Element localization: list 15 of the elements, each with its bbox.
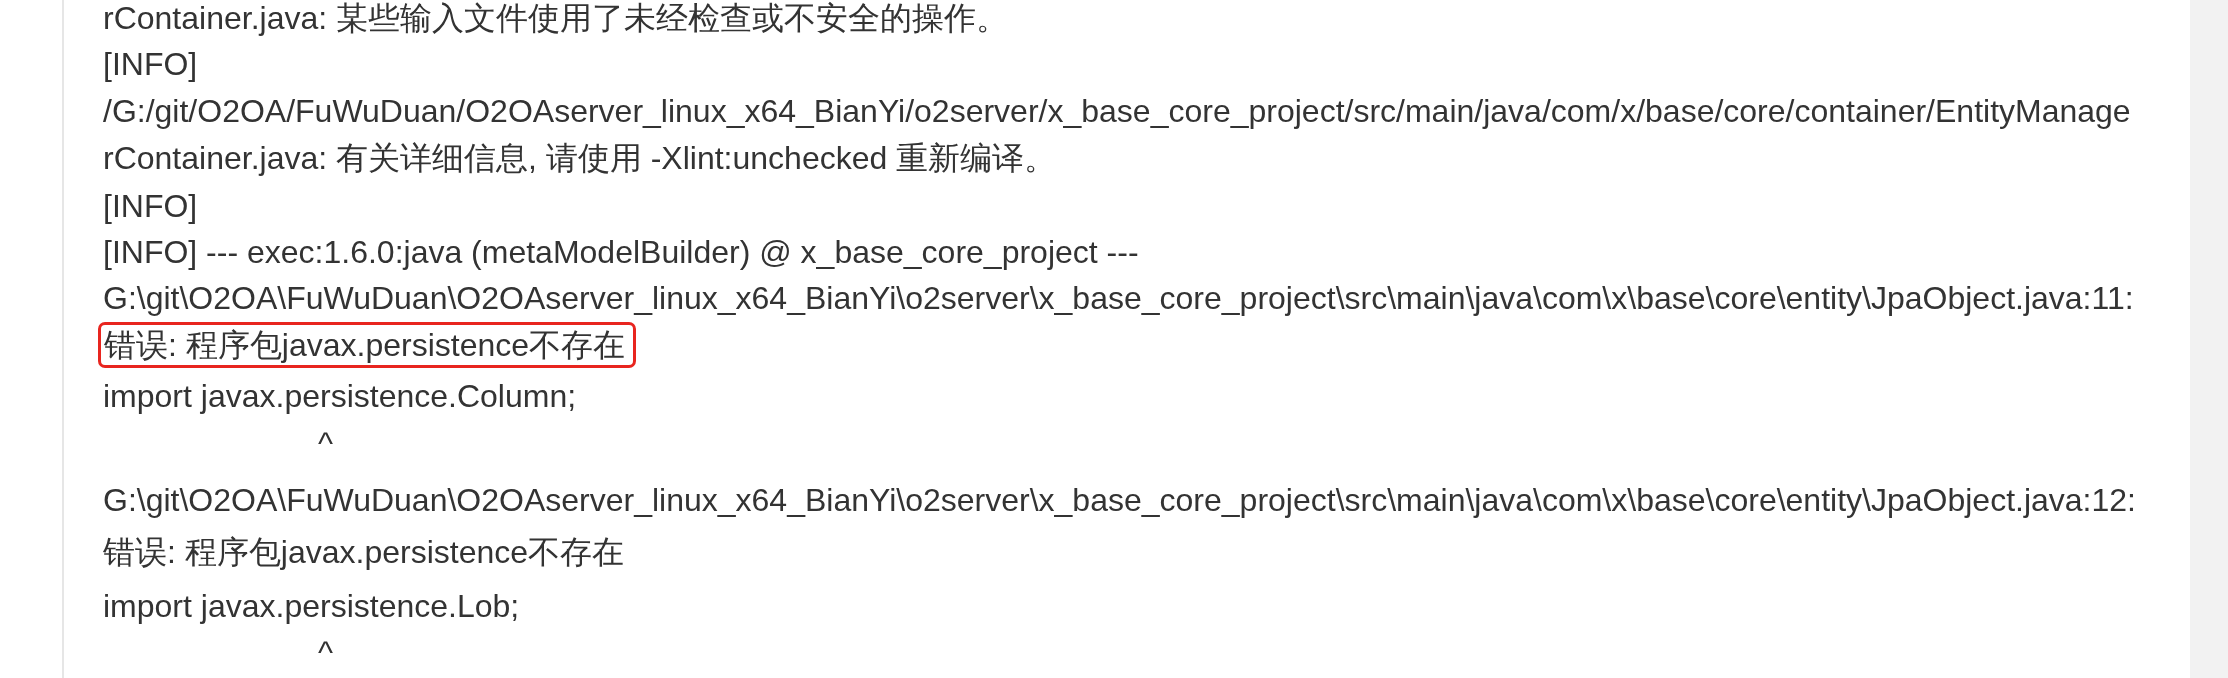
log-line: G:\git\O2OA\FuWuDuan\O2OAserver_linux_x64_BianYi\o2server\x_base_core_project\src\main\java\com\x\base\core\entity\JpaObject.java:12: bbox=[103, 482, 2136, 518]
log-line: /G:/git/O2OA/FuWuDuan/O2OAserver_linux_x64_BianYi/o2server/x_base_core_project/src/main/java/com/x/base/core/container/EntityManage bbox=[103, 93, 2131, 129]
log-line: import javax.persistence.Lob; bbox=[103, 588, 520, 624]
log-line: rContainer.java: 某些输入文件使用了未经检查或不安全的操作。 bbox=[103, 0, 1008, 36]
log-line: G:\git\O2OA\FuWuDuan\O2OAserver_linux_x64_BianYi\o2server\x_base_core_project\src\main\java\com\x\base\core\entity\JpaObject.java:11: bbox=[103, 280, 2134, 316]
highlight-box bbox=[98, 322, 636, 368]
log-line: [INFO] bbox=[103, 46, 198, 82]
log-line: rContainer.java: 有关详细信息, 请使用 -Xlint:unchecked 重新编译。 bbox=[103, 140, 1057, 176]
caret-marker: ^ bbox=[318, 425, 333, 461]
log-line: [INFO] bbox=[103, 188, 198, 224]
error-message: 错误: 程序包javax.persistence不存在 bbox=[104, 327, 625, 363]
caret-marker: ^ bbox=[318, 634, 333, 670]
log-line: 错误: 程序包javax.persistence不存在 bbox=[103, 534, 624, 570]
log-line: import javax.persistence.Column; bbox=[103, 378, 577, 414]
log-line: [INFO] --- exec:1.6.0:java (metaModelBuilder) @ x_base_core_project --- bbox=[103, 234, 1139, 270]
